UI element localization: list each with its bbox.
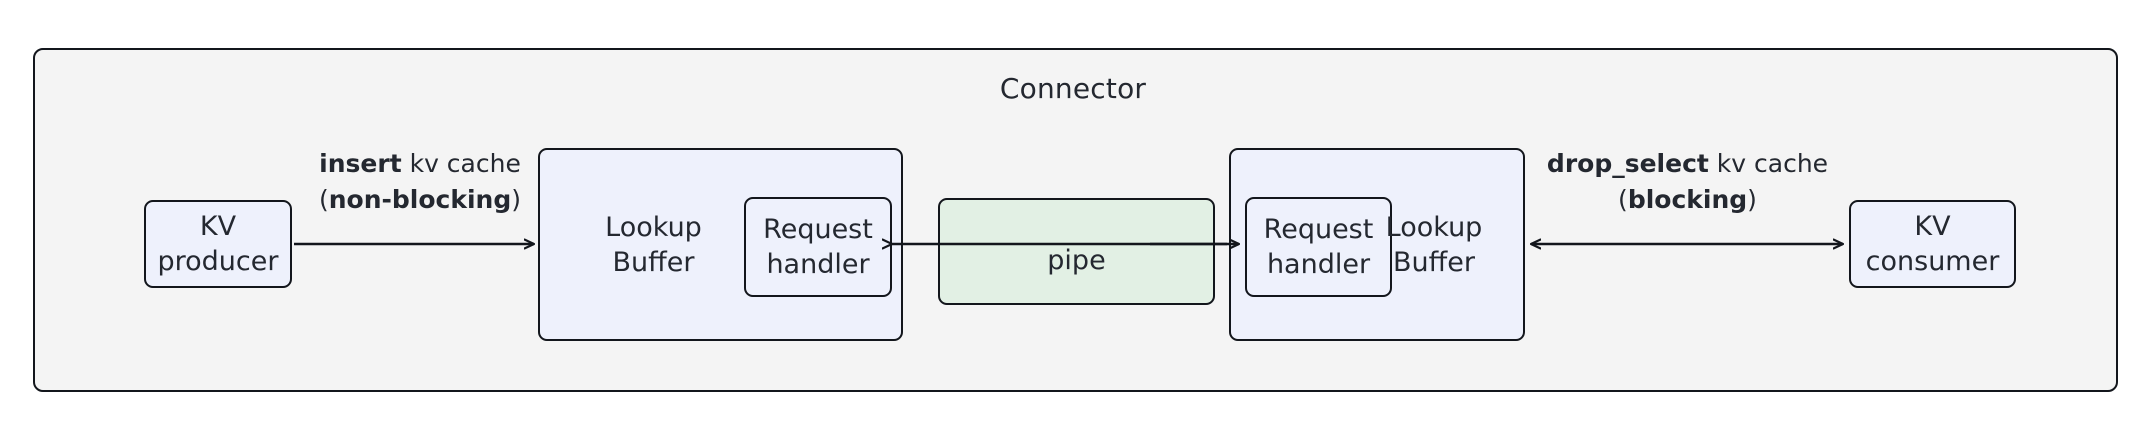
kv-consumer-label: KV consumer bbox=[1865, 210, 2000, 277]
edge-label-drop-select: drop_select kv cache (blocking) bbox=[1525, 146, 1850, 217]
kv-consumer-node[interactable]: KV consumer bbox=[1849, 200, 2016, 288]
kv-producer-label: KV producer bbox=[157, 210, 279, 277]
edge-label-insert-mode: non-blocking bbox=[328, 184, 512, 214]
lookup-buffer-left-label: Lookup Buffer bbox=[605, 211, 702, 278]
edge-label-insert-line2: (non-blocking) bbox=[295, 182, 545, 218]
edge-label-insert-op: insert bbox=[319, 149, 402, 178]
edge-label-drop-select-open: ( bbox=[1618, 184, 1628, 214]
edge-label-drop-select-op: drop_select bbox=[1546, 149, 1709, 178]
request-handler-left-node[interactable]: Request handler bbox=[744, 197, 892, 297]
pipe-node[interactable] bbox=[938, 198, 1215, 305]
edge-label-drop-select-mode: blocking bbox=[1627, 184, 1748, 214]
connector-title: Connector bbox=[999, 72, 1147, 105]
pipe-label: pipe bbox=[1047, 245, 1106, 276]
edge-label-insert-line1: insert kv cache bbox=[295, 146, 545, 182]
lookup-buffer-left-node[interactable]: Lookup Buffer Request handler bbox=[538, 148, 903, 341]
edge-label-insert-close: ) bbox=[511, 184, 522, 214]
edge-label-drop-select-close: ) bbox=[1747, 184, 1757, 214]
edge-label-insert: insert kv cache (non-blocking) bbox=[295, 146, 545, 217]
edge-label-drop-select-rest: kv cache bbox=[1708, 149, 1829, 178]
lookup-buffer-right-label: Lookup Buffer bbox=[1385, 211, 1483, 278]
lookup-buffer-right-node[interactable]: Request handler Lookup Buffer bbox=[1229, 148, 1525, 341]
request-handler-right-label: Request handler bbox=[1263, 213, 1374, 280]
edge-label-insert-open: ( bbox=[318, 184, 329, 214]
kv-producer-node[interactable]: KV producer bbox=[144, 200, 292, 288]
edge-label-drop-select-line2: (blocking) bbox=[1525, 182, 1850, 218]
request-handler-left-label: Request handler bbox=[763, 213, 873, 280]
edge-label-drop-select-line1: drop_select kv cache bbox=[1525, 146, 1850, 182]
request-handler-right-node[interactable]: Request handler bbox=[1245, 197, 1392, 297]
edge-label-insert-rest: kv cache bbox=[401, 149, 521, 178]
